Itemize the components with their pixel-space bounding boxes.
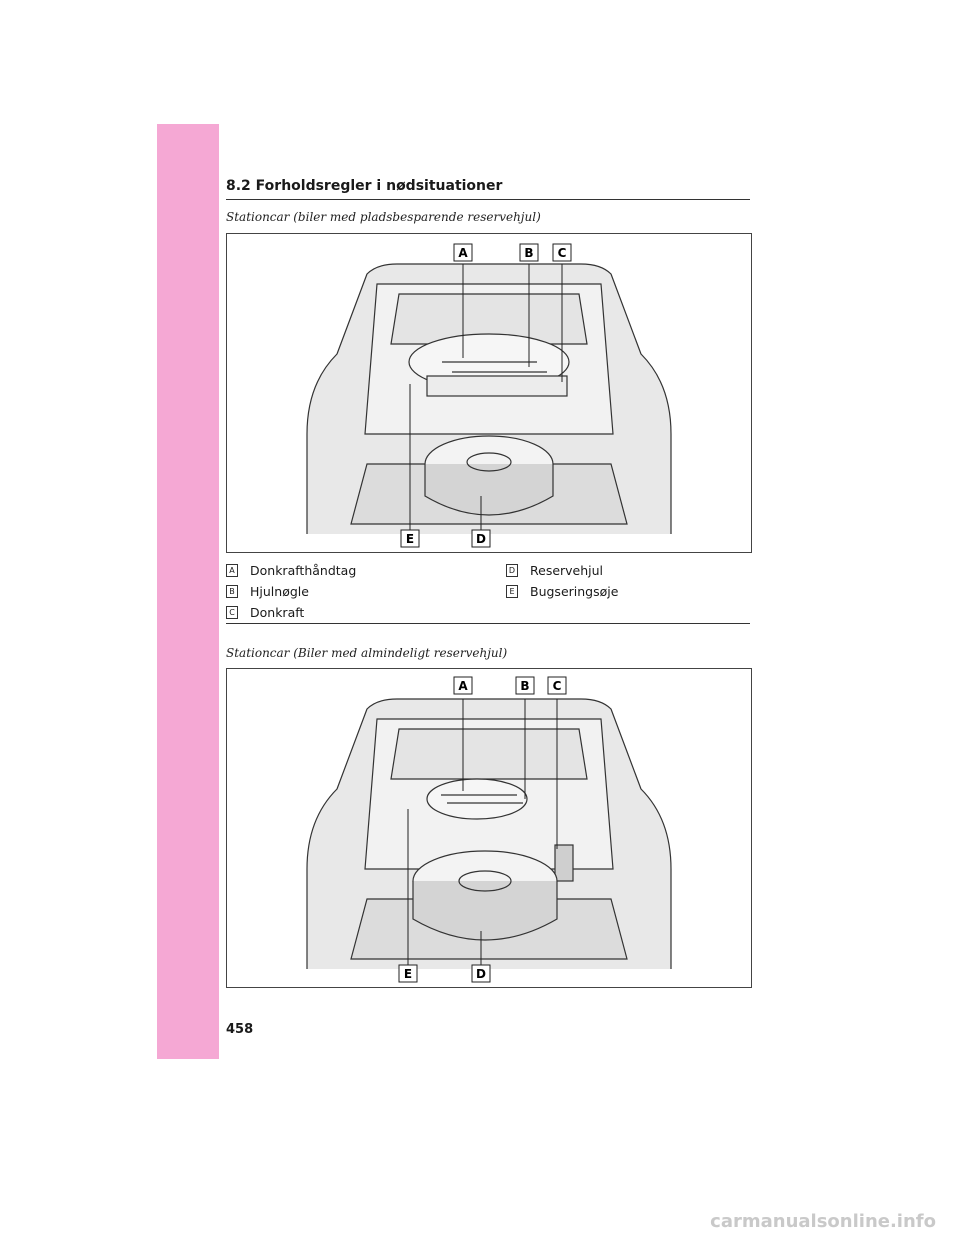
- watermark-text: carmanualsonline.info: [710, 1211, 936, 1232]
- figure1-legend: A Donkrafthåndtag B Hjulnøgle C Donkraft…: [226, 563, 750, 621]
- callout-c: C: [558, 246, 567, 260]
- legend-key-c: C: [226, 606, 238, 619]
- figure1-trunk-illustration: A B C D E: [226, 233, 752, 553]
- callout-a: A: [458, 246, 468, 260]
- legend-item-b: B Hjulnøgle: [226, 584, 309, 599]
- callout-b: B: [520, 679, 529, 693]
- figure1-caption: Stationcar (biler med pladsbesparende re…: [226, 210, 541, 224]
- legend-label-a: Donkrafthåndtag: [250, 563, 357, 578]
- callout-e: E: [406, 532, 414, 546]
- legend-label-b: Hjulnøgle: [250, 584, 309, 599]
- legend-item-a: A Donkrafthåndtag: [226, 563, 356, 578]
- legend-item-d: D Reservehjul: [506, 563, 603, 578]
- callout-e: E: [404, 967, 412, 981]
- callout-d: D: [476, 967, 486, 981]
- legend-divider: [226, 623, 750, 624]
- callout-a: A: [458, 679, 468, 693]
- figure2-caption: Stationcar (Biler med almindeligt reserv…: [226, 646, 508, 660]
- legend-label-d: Reservehjul: [530, 563, 604, 578]
- legend-key-a: A: [226, 564, 238, 577]
- legend-key-b: B: [226, 585, 238, 598]
- legend-label-c: Donkraft: [250, 605, 305, 620]
- legend-key-d: D: [506, 564, 518, 577]
- callout-d: D: [476, 532, 486, 546]
- legend-item-e: E Bugseringsøje: [506, 584, 618, 599]
- chapter-color-tab: [157, 124, 219, 1059]
- legend-item-c: C Donkraft: [226, 605, 304, 620]
- section-title: 8.2 Forholdsregler i nødsituationer: [226, 178, 750, 200]
- callout-b: B: [524, 246, 533, 260]
- legend-key-e: E: [506, 585, 518, 598]
- page-number: 458: [226, 1022, 254, 1037]
- legend-label-e: Bugseringsøje: [530, 584, 619, 599]
- figure2-trunk-illustration: A B C D E: [226, 668, 752, 988]
- callout-c: C: [553, 679, 562, 693]
